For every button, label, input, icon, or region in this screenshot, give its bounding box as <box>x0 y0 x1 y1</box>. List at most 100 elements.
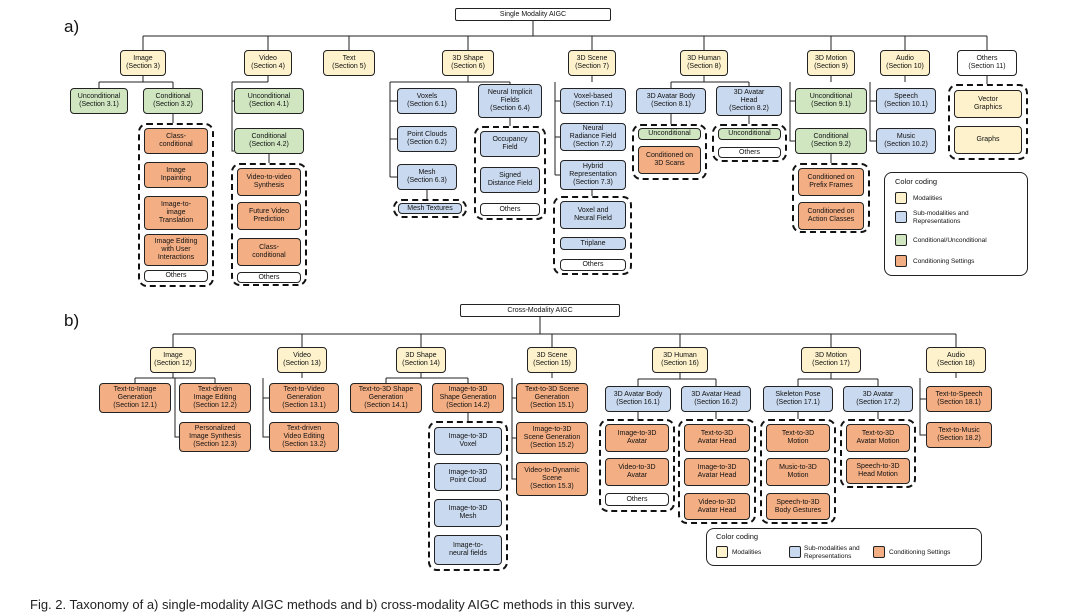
a-mesh: Mesh (Section 6.3) <box>397 164 457 190</box>
a-image-others: Others <box>144 270 208 282</box>
a-video: Video (Section 4) <box>244 50 292 76</box>
b-image-to-3d-scene: Image-to-3D Scene Generation (Section 15… <box>516 422 588 454</box>
b-head-group <box>678 419 756 524</box>
connector-line <box>789 76 832 163</box>
b-3d-scene: 3D Scene (Section 15) <box>527 347 577 373</box>
a-others-group <box>948 84 1028 160</box>
a-avatar-head: 3D Avatar Head (Section 8.2) <box>716 86 782 116</box>
legend-b-sub-swatch <box>789 546 801 558</box>
b-body-group <box>599 419 675 512</box>
a-text: Text (Section 5) <box>323 50 375 76</box>
b-video-to-avatar: Video-to-3D Avatar <box>605 458 669 486</box>
a-future-video: Future Video Prediction <box>237 202 301 230</box>
connector-line <box>172 317 957 347</box>
connector-line <box>231 76 270 163</box>
connector-line <box>554 76 593 196</box>
a-image-conditional: Conditional (Section 3.2) <box>143 88 203 114</box>
legend-a-title: Color coding <box>895 177 938 186</box>
a-image: Image (Section 3) <box>120 50 166 76</box>
b-text-driven-video-editing: Text-driven Video Editing (Section 13.2) <box>269 422 339 452</box>
a-head-others: Others <box>718 147 781 158</box>
a-voxel-neural-field: Voxel and Neural Field <box>560 201 626 229</box>
a-head-group <box>712 124 787 162</box>
legend-b-title: Color coding <box>716 532 759 541</box>
b-text-driven-image-editing: Text-driven Image Editing (Section 12.2) <box>179 383 251 413</box>
a-motion-unconditional: Unconditional (Section 9.1) <box>795 88 867 114</box>
connector-line <box>797 373 879 419</box>
b-image: Image (Section 12) <box>150 347 196 373</box>
a-image-unconditional: Unconditional (Section 3.1) <box>70 88 128 114</box>
legend-b-modalities-label: Modalities <box>732 549 762 556</box>
a-video-unconditional: Unconditional (Section 4.1) <box>234 88 304 114</box>
a-vector-graphics: Vector Graphics <box>954 90 1022 118</box>
b-speech-to-gestures: Speech-to-3D Body Gestures <box>766 493 830 520</box>
connector-line <box>389 76 511 199</box>
connector-line <box>869 76 906 142</box>
a-motion-group <box>792 163 870 233</box>
a-voxel-based: Voxel-based (Section 7.1) <box>560 88 626 114</box>
b-text-to-motion: Text-to-3D Motion <box>766 424 830 452</box>
legend-a-sub-swatch <box>895 211 907 223</box>
b-image-to-avatar-head: Image-to-3D Avatar Head <box>684 458 750 486</box>
a-video-class-conditional: Class- conditional <box>237 238 301 266</box>
legend-b: Color coding Modalities Sub-modalities a… <box>706 528 982 566</box>
legend-b-settings-label: Conditioning Settings <box>889 549 951 556</box>
a-body-unconditional: Unconditional <box>638 128 701 140</box>
connector-line <box>670 76 750 124</box>
a-image-editing: Image Editing with User Interactions <box>144 234 208 266</box>
connector-line <box>637 373 717 419</box>
b-video-to-dynamic-scene: Video-to-Dynamic Scene (Section 15.3) <box>516 462 588 496</box>
b-text-to-music: Text-to-Music (Section 18.2) <box>926 422 992 448</box>
a-video-conditional: Conditional (Section 4.2) <box>234 128 304 154</box>
connector-line <box>262 373 303 438</box>
a-image-inpainting: Image Inpainting <box>144 162 208 188</box>
b-personalized-image-synthesis: Personalized Image Synthesis (Section 12… <box>179 422 251 452</box>
b-video: Video (Section 13) <box>277 347 327 373</box>
a-prefix-frames: Conditioned on Prefix Frames <box>798 168 864 196</box>
a-voxels: Voxels (Section 6.1) <box>397 88 457 114</box>
b-speech-to-head-motion: Speech-to-3D Head Motion <box>846 458 910 484</box>
b-3d-shape: 3D Shape (Section 14) <box>396 347 446 373</box>
panel-b-label: b) <box>64 311 80 330</box>
b-avatar-others: Others <box>605 493 669 506</box>
a-conditioned-3d-scans: Conditioned on 3D Scans <box>638 146 701 174</box>
a-3d-motion: 3D Motion (Section 9) <box>807 50 855 76</box>
a-3d-human: 3D Human (Section 8) <box>680 50 728 76</box>
b-text-to-image: Text-to-Image Generation (Section 12.1) <box>99 383 171 413</box>
legend-a-cond-label: Conditional/Unconditional <box>913 237 987 244</box>
b-text-to-avatar-head: Text-to-3D Avatar Head <box>684 424 750 452</box>
a-audio: Audio (Section 10) <box>880 50 930 76</box>
a-3d-scene: 3D Scene (Section 7) <box>568 50 616 76</box>
legend-a-cond-swatch <box>895 234 907 246</box>
a-music: Music (Section 10.2) <box>876 128 936 154</box>
b-video-to-avatar-head: Video-to-3D Avatar Head <box>684 493 750 520</box>
a-others: Others (Section 11) <box>957 50 1017 76</box>
b-3d-human: 3D Human (Section 16) <box>652 347 708 373</box>
connector-line <box>134 373 216 438</box>
a-mesh-textures: Mesh Textures <box>398 203 462 214</box>
a-speech: Speech (Section 10.1) <box>876 88 936 114</box>
a-video-others: Others <box>237 272 301 283</box>
b-text-to-speech: Text-to-Speech (Section 18.1) <box>926 386 992 412</box>
root-single-modality: Single Modality AIGC <box>455 8 611 21</box>
a-nif-group <box>474 126 546 220</box>
legend-a: Color coding Modalities Sub-modalities a… <box>884 172 1028 276</box>
a-image-settings-group <box>138 123 214 287</box>
figure-caption: Fig. 2. Taxonomy of a) single-modality A… <box>30 597 635 612</box>
a-hybrid-representation: Hybrid Representation (Section 7.3) <box>560 160 626 190</box>
legend-a-modalities-label: Modalities <box>913 195 943 202</box>
legend-b-settings-swatch <box>873 546 885 558</box>
legend-b-sub-label: Sub-modalities and Representations <box>804 545 860 560</box>
b-shape-group <box>428 421 508 571</box>
a-head-unconditional: Unconditional <box>718 128 781 140</box>
connector-line <box>98 76 174 123</box>
connector-line <box>142 21 988 50</box>
b-avatar-head: 3D Avatar Head (Section 16.2) <box>681 386 751 412</box>
legend-a-settings-label: Conditioning Settings <box>913 258 975 265</box>
a-video-to-video: Video-to-video Synthesis <box>237 168 301 196</box>
b-avatar-body: 3D Avatar Body (Section 16.1) <box>605 386 671 412</box>
b-3d-avatar-motion: 3D Avatar (Section 17.2) <box>843 386 913 412</box>
a-shape-others: Others <box>480 203 540 216</box>
a-scene-others: Others <box>560 259 626 271</box>
